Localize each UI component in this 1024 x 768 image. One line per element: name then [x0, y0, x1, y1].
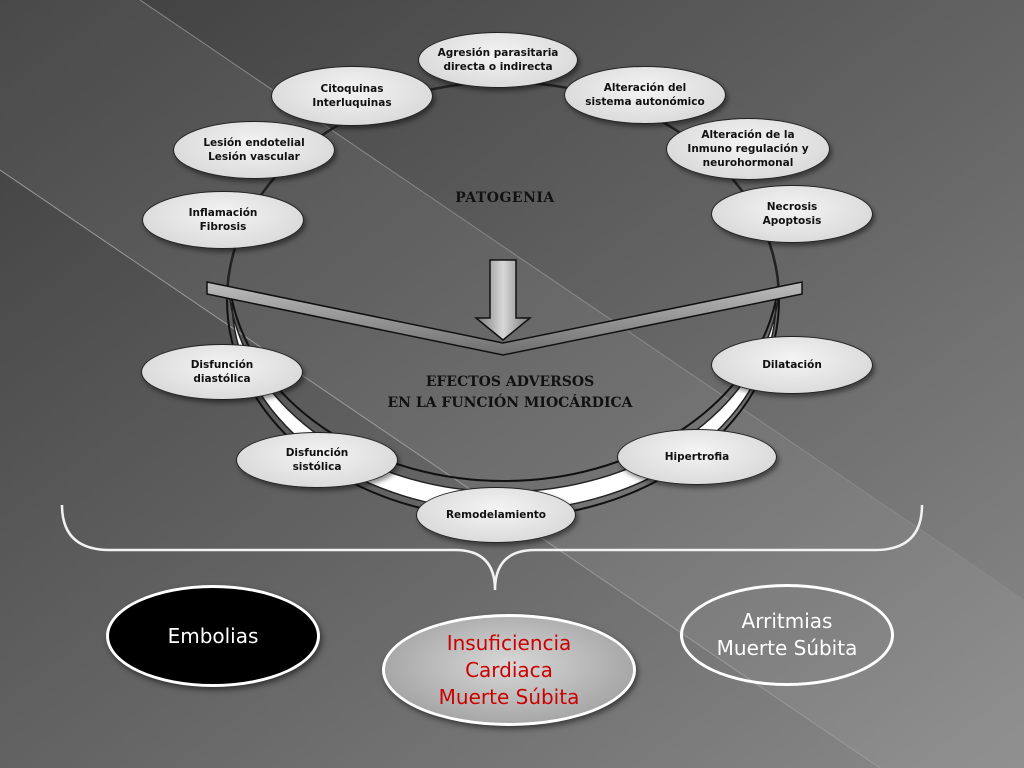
node-disfuncion-sistolica: Disfunción sistólica: [236, 432, 398, 488]
node-alteracion-sistema-autonomico: Alteración del sistema autonómico: [564, 66, 726, 124]
outcome-embolias: Embolias: [106, 585, 320, 687]
node-disfuncion-diastolica: Disfunción diastólica: [141, 344, 303, 400]
node-dilatacion: Dilatación: [711, 336, 873, 394]
node-citoquinas-interluquinas: Citoquinas Interluquinas: [271, 66, 433, 126]
node-remodelamiento: Remodelamiento: [416, 487, 576, 543]
efectos-adversos-heading: EFECTOS ADVERSOS EN LA FUNCIÓN MIOCÁRDIC…: [387, 374, 633, 411]
node-necrosis-apoptosis: Necrosis Apoptosis: [711, 185, 873, 243]
node-inflamacion-fibrosis: Inflamación Fibrosis: [142, 191, 304, 249]
down-arrow: [473, 259, 533, 341]
brace: [60, 504, 924, 591]
patogenia-heading: PATOGENIA: [455, 190, 555, 206]
outcome-arritmias-muerte-subita: Arritmias Muerte Súbita: [680, 584, 894, 686]
outcome-insuficiencia-cardiaca: Insuficiencia Cardiaca Muerte Súbita: [382, 614, 636, 726]
v-bar: [206, 281, 803, 356]
node-lesion-endotelial: Lesión endotelial Lesión vascular: [173, 121, 335, 179]
node-hipertrofia: Hipertrofia: [617, 429, 777, 485]
node-agresion-parasitaria: Agresión parasitaria directa o indirecta: [418, 32, 578, 88]
node-alteracion-inmuno-regulacion: Alteración de la Inmuno regulación y neu…: [666, 118, 830, 180]
